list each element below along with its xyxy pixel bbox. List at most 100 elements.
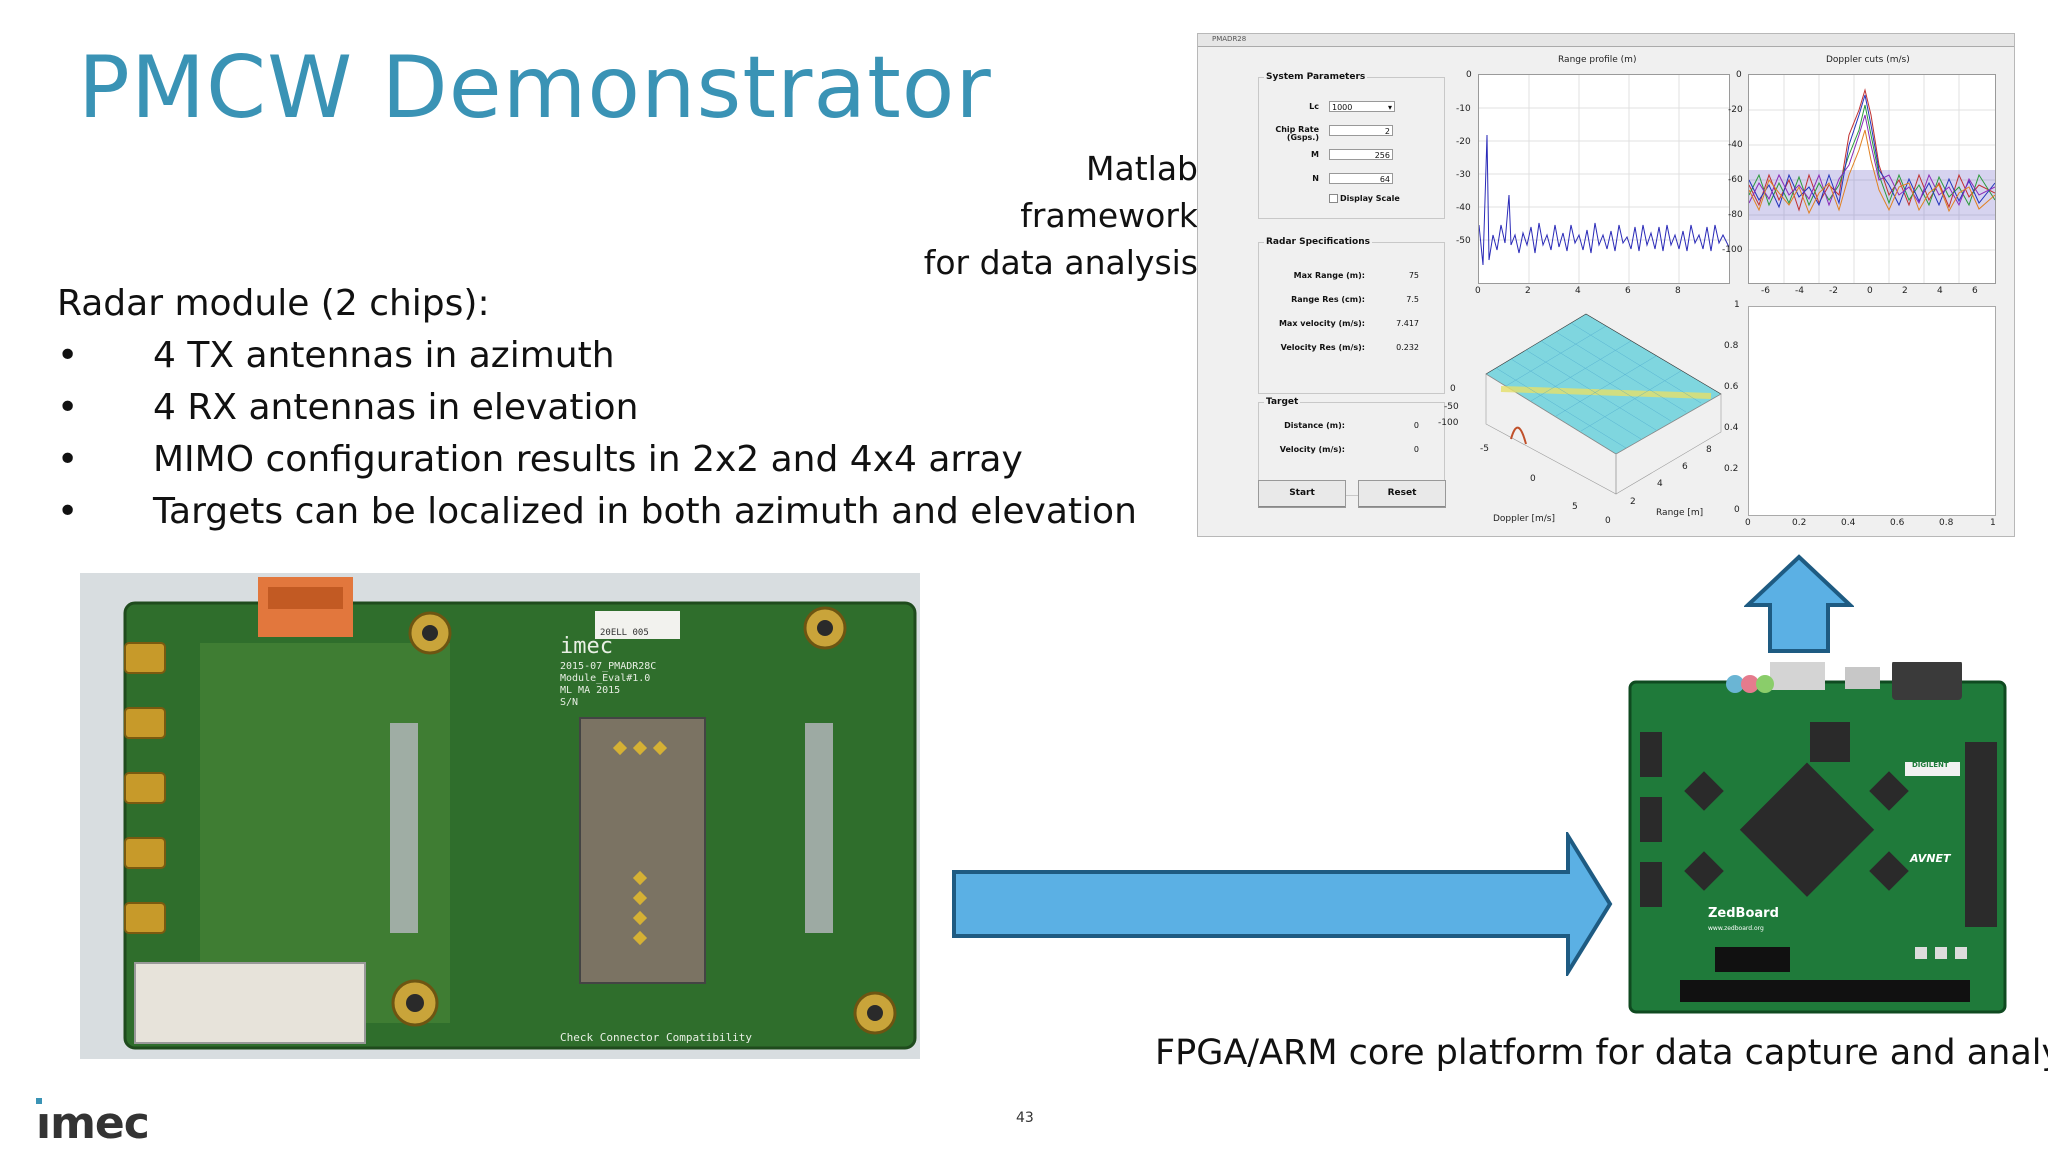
chevron-down-icon: ▾: [1387, 103, 1392, 112]
y-tick: 0.2: [1724, 464, 1739, 474]
spec-value: 0.232: [1396, 343, 1419, 352]
panel-title: Target: [1264, 397, 1301, 407]
x-tick: 8: [1675, 286, 1681, 296]
bullet-text: Targets can be localized in both azimuth…: [153, 491, 1137, 532]
lc-value: 1000: [1332, 103, 1353, 112]
x-tick: 4: [1575, 286, 1581, 296]
bullet-item: • Targets can be localized in both azimut…: [57, 486, 1137, 538]
range-tick: 0: [1605, 516, 1611, 526]
radar-board-photo: imec 20ELL 005 2015-07_PMADR28C Module_E…: [80, 573, 920, 1059]
bullet-item: •4 RX antennas in elevation: [57, 382, 1137, 434]
doppler-plot-title: Doppler cuts (m/s): [1826, 55, 1910, 65]
y-tick: -20: [1728, 105, 1743, 115]
spec-label: Range Res (cm):: [1291, 295, 1365, 304]
y-tick: -60: [1728, 175, 1743, 185]
gui-titlebar: PMADR28: [1198, 34, 2014, 47]
chip-rate-field[interactable]: 2: [1329, 125, 1393, 136]
target-label: Distance (m):: [1284, 421, 1345, 430]
spec-value: 7.5: [1406, 295, 1419, 304]
zedboard-url: www.zedboard.org: [1708, 925, 1764, 932]
gui-window-title: PMADR28: [1212, 35, 1247, 43]
x-tick: 0: [1745, 518, 1751, 528]
matlab-caption: Matlab framework for data analysis: [924, 145, 1198, 286]
spec-value: 7.417: [1396, 319, 1419, 328]
y-tick: -40: [1728, 140, 1743, 150]
spec-value: 75: [1408, 271, 1419, 280]
y-tick: 0: [1734, 505, 1740, 515]
bullet-symbol: •: [57, 491, 79, 532]
board-silk-text: 20ELL 005: [600, 628, 649, 638]
x-tick: 2: [1525, 286, 1531, 296]
x-tick: 0.4: [1841, 518, 1856, 528]
range-profile-plot: [1478, 74, 1730, 284]
panel-title: System Parameters: [1264, 72, 1368, 82]
y-tick: -20: [1456, 137, 1471, 147]
radar-module-heading: Radar module (2 chips):: [57, 283, 490, 324]
matlab-caption-line: Matlab: [1086, 149, 1198, 188]
display-scale-checkbox[interactable]: Display Scale: [1329, 194, 1400, 203]
board-silk-text: ML MA 2015: [560, 685, 620, 696]
bullet-symbol: •: [57, 335, 79, 376]
y-tick: -80: [1728, 210, 1743, 220]
y-tick: -10: [1456, 104, 1471, 114]
surface-ylabel: Range [m]: [1656, 508, 1704, 518]
x-tick: 0.2: [1792, 518, 1807, 528]
zedboard-label: ZedBoard: [1708, 906, 1779, 921]
checkbox-icon: [1329, 194, 1338, 203]
x-tick: -6: [1761, 286, 1770, 296]
range-profile-svg: [1478, 75, 1730, 283]
matlab-caption-line: framework: [1020, 196, 1198, 235]
doppler-tick: 5: [1572, 502, 1578, 512]
y-tick: 0.6: [1724, 382, 1739, 392]
zedboard-photo: ZedBoard www.zedboard.org AVNET DIGILENT: [1628, 662, 2007, 1014]
x-tick: -4: [1795, 286, 1804, 296]
lc-label: Lc: [1309, 102, 1319, 111]
n-field[interactable]: 64: [1329, 173, 1393, 184]
x-tick: 0.6: [1890, 518, 1905, 528]
bullet-text: 4 RX antennas in elevation: [153, 387, 639, 428]
z-tick: -100: [1438, 418, 1459, 428]
doppler-cuts-svg: [1748, 75, 1996, 283]
x-tick: 0.8: [1939, 518, 1954, 528]
display-scale-label: Display Scale: [1340, 194, 1400, 203]
radar-module-text: Radar module (2 chips): •4 TX antennas i…: [57, 278, 1137, 538]
spec-label: Max Range (m):: [1293, 271, 1365, 280]
y-tick: -100: [1722, 245, 1743, 255]
matlab-gui-screenshot: PMADR28 System Parameters Lc 1000▾ Chip …: [1197, 33, 2015, 537]
empty-plot: [1748, 306, 1996, 516]
board-silk-text: S/N: [560, 697, 578, 708]
lc-select[interactable]: 1000 ▾: [1329, 101, 1395, 112]
n-label: N: [1312, 174, 1319, 183]
y-tick: -40: [1456, 203, 1471, 213]
x-tick: 2: [1902, 286, 1908, 296]
start-button[interactable]: Start: [1258, 480, 1346, 508]
range-tick: 8: [1706, 445, 1712, 455]
page-number: 43: [1016, 1110, 1034, 1126]
logo-dot: [36, 1098, 42, 1104]
m-field[interactable]: 256: [1329, 149, 1393, 160]
system-parameters-panel: System Parameters Lc 1000▾ Chip Rate (Gs…: [1258, 72, 1445, 219]
bullet-text: MIMO configuration results in 2x2 and 4x…: [153, 439, 1023, 480]
x-tick: 6: [1625, 286, 1631, 296]
y-tick: 0: [1466, 70, 1472, 80]
fpga-caption: FPGA/ARM core platform for data capture …: [1155, 1033, 2048, 1073]
up-arrow-icon: [1744, 554, 1854, 653]
matlab-caption-line: for data analysis: [923, 243, 1198, 282]
range-tick: 2: [1630, 497, 1636, 507]
right-arrow-icon: [952, 832, 1613, 976]
slide-title: PMCW Demonstrator: [78, 38, 992, 138]
range-plot-title: Range profile (m): [1558, 55, 1637, 65]
target-value: 0: [1413, 421, 1419, 430]
range-doppler-surface: [1485, 313, 1722, 495]
y-tick: -30: [1456, 170, 1471, 180]
x-tick: 1: [1990, 518, 1996, 528]
x-tick: -2: [1829, 286, 1838, 296]
doppler-tick: -5: [1480, 444, 1489, 454]
doppler-cuts-plot: [1748, 74, 1996, 284]
range-tick: 4: [1657, 479, 1663, 489]
doppler-tick: 0: [1530, 474, 1536, 484]
x-tick: 0: [1867, 286, 1873, 296]
y-tick: 0.4: [1724, 423, 1739, 433]
reset-button[interactable]: Reset: [1358, 480, 1446, 508]
bullet-item: •4 TX antennas in azimuth: [57, 330, 1137, 382]
